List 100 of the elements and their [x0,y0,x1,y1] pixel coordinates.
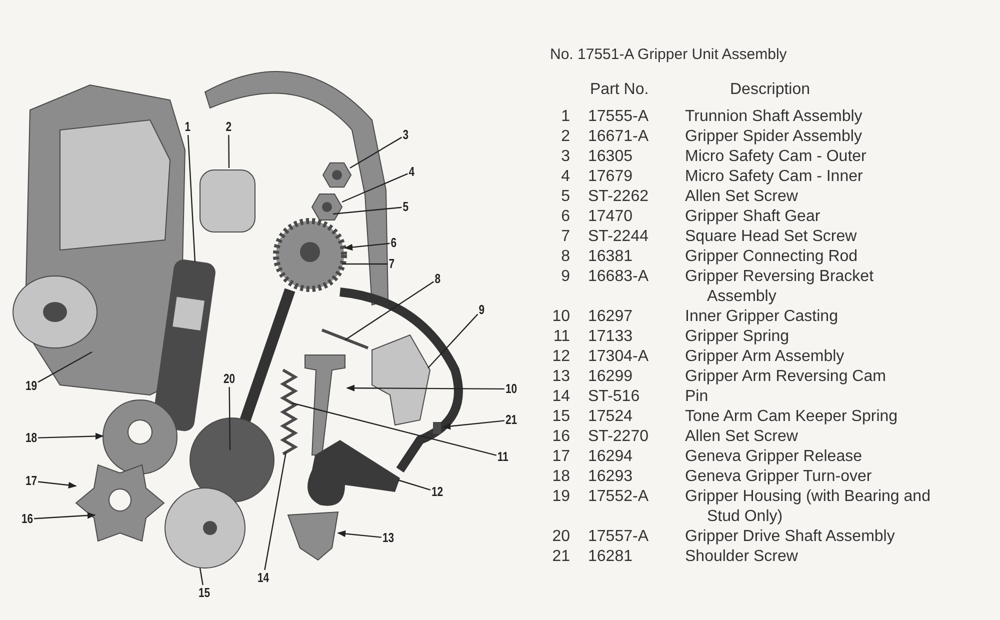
leader-line [344,242,390,251]
part-description: Gripper Housing (with Bearing and Stud Only) [685,487,932,527]
leader-line [34,512,96,520]
part-description: Tone Arm Cam Keeper Spring [685,407,899,427]
part-description: Gripper Arm Assembly [685,347,846,367]
part-number: 17679 [588,167,632,187]
part-number: 17557-A [588,527,648,547]
part-number: 17524 [588,407,632,427]
leader-line [199,568,204,586]
part-description: Micro Safety Cam - Inner [685,167,864,187]
part-description: Gripper Connecting Rod [685,247,859,267]
leader-line [332,206,402,215]
row-number: 20 [551,527,570,547]
leader-line [342,263,388,265]
row-number: 3 [560,147,570,167]
part-description: Allen Set Screw [685,427,799,447]
part-number: 16281 [588,547,632,567]
row-number: 9 [560,267,570,287]
callout-number: 16 [21,512,34,526]
part-description: Trunnion Shaft Assembly [685,107,864,127]
part-number: 16671-A [588,127,648,147]
part-number: ST-2244 [588,227,648,247]
callout-number: 18 [25,431,38,445]
row-number: 4 [560,167,570,187]
leader-line [187,134,196,262]
column-header: Part No. [590,80,649,100]
row-number: 8 [560,247,570,267]
leader-line [264,452,287,570]
leader-line [228,135,230,168]
callout-number: 8 [434,272,440,286]
part-number: 16305 [588,147,632,167]
row-number: 2 [560,127,570,147]
callout-number: 17 [25,474,38,488]
part-description: Geneva Gripper Release [685,447,863,467]
part-number: 16683-A [588,267,648,287]
row-number: 15 [551,407,570,427]
part-description: Gripper Arm Reversing Cam [685,367,887,387]
row-number: 18 [551,467,570,487]
callout-number: 1 [184,120,190,134]
callout-number: 13 [382,531,394,545]
leader-line [344,281,434,340]
row-number: 1 [560,107,570,127]
row-number: 17 [551,447,570,467]
row-number: 14 [551,387,570,407]
part-number: 16293 [588,467,632,487]
callout-number: 14 [257,571,270,585]
callout-number: 5 [402,200,408,214]
part-number: ST-2270 [588,427,648,447]
part-description: Gripper Shaft Gear [685,207,822,227]
row-number: 5 [560,187,570,207]
row-number: 13 [551,367,570,387]
part-number: 17133 [588,327,632,347]
part-description: Gripper Reversing Bracket Assembly [685,267,875,307]
part-number: 16297 [588,307,632,327]
callout-number: 2 [226,120,232,134]
part-description: Square Head Set Screw [685,227,858,247]
leader-line [350,136,402,169]
callout-number: 3 [402,128,408,142]
callout-number: 9 [478,303,484,317]
part-description: Gripper Spring [685,327,790,347]
row-number: 12 [551,347,570,367]
part-number: 16381 [588,247,632,267]
part-description: Shoulder Screw [685,547,799,567]
part-number: 17304-A [588,347,648,367]
callout-number: 15 [198,586,210,600]
part-number: 17555-A [588,107,648,127]
part-number: 17552-A [588,487,648,507]
row-number: 19 [551,487,570,507]
leader-line [428,314,478,368]
part-description: Inner Gripper Casting [685,307,839,327]
part-number: ST-2262 [588,187,648,207]
leader-line [38,481,77,488]
row-number: 7 [560,227,570,247]
callout-number: 10 [505,382,518,396]
callout-number: 4 [408,165,414,179]
callout-number: 21 [505,413,518,427]
row-number: 16 [551,427,570,447]
row-number: 21 [551,547,570,567]
callout-number: 19 [25,379,38,393]
callout-number: 6 [390,236,396,250]
part-description: Allen Set Screw [685,187,799,207]
callout-number: 12 [431,485,444,499]
callout-number: 11 [497,450,508,464]
leader-line [442,420,504,430]
diagram-title: No. 17551-A Gripper Unit Assembly [550,45,787,65]
part-number: 16299 [588,367,632,387]
leader-line [292,402,497,456]
leader-line [398,479,431,490]
part-number: 17470 [588,207,632,227]
leader-line [337,530,382,538]
part-number: 16294 [588,447,632,467]
part-description: Geneva Gripper Turn-over [685,467,873,487]
column-header: Description [730,80,810,100]
leader-line [38,351,92,383]
row-number: 10 [551,307,570,327]
part-description: Gripper Spider Assembly [685,127,863,147]
leader-line [38,432,104,440]
part-description: Micro Safety Cam - Outer [685,147,868,167]
part-number: ST-516 [588,387,640,407]
part-description: Gripper Drive Shaft Assembly [685,527,896,547]
